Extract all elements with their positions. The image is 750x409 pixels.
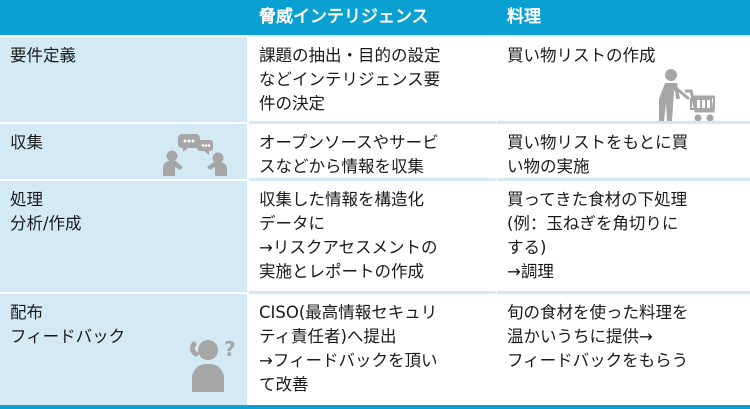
stage-cell-collection: 収集 (0, 122, 249, 179)
cooking-cell-distribution: 旬の食材を使った料理を 温かいうちに提供→ フィードバックをもらう (497, 292, 750, 409)
thinking-person-icon: ? (189, 337, 236, 392)
stage-cell-requirements: 要件定義 (0, 35, 249, 122)
header-cell-threat-intelligence: 脅威インテリジェンス (249, 0, 497, 35)
threat-cell-distribution: CISO(最高情報セキュリ ティ責任者)へ提出 →フィードバックを頂い て改善 (249, 292, 497, 409)
stage-cell-distribution: 配布 フィードバック ? (0, 292, 249, 409)
cooking-cell-collection: 買い物リストをもとに買 い物の実施 (497, 122, 750, 179)
threat-cell-processing: 収集した情報を構造化 データに →リスクアセスメントの 実施とレポートの作成 (249, 179, 497, 292)
svg-text:?: ? (224, 337, 236, 361)
cooking-cell-requirements: 買い物リストの作成 (497, 35, 750, 122)
stage-cell-processing: 処理 分析/作成 (0, 179, 249, 292)
shopping-cart-person-icon (659, 69, 715, 121)
threat-cell-collection: オープンソースやサービ スなどから情報を収集 (249, 122, 497, 179)
header-cell-cooking: 料理 (497, 0, 750, 35)
table-bottom-border (0, 405, 750, 409)
cooking-cell-processing: 買ってきた食材の下処理 (例：玉ねぎを角切りに する) →調理 (497, 179, 750, 292)
header-cell-empty (0, 0, 249, 35)
threat-cell-requirements: 課題の抽出・目的の設定 などインテリジェンス要 件の決定 (249, 35, 497, 122)
conversation-people-icon (163, 134, 227, 176)
